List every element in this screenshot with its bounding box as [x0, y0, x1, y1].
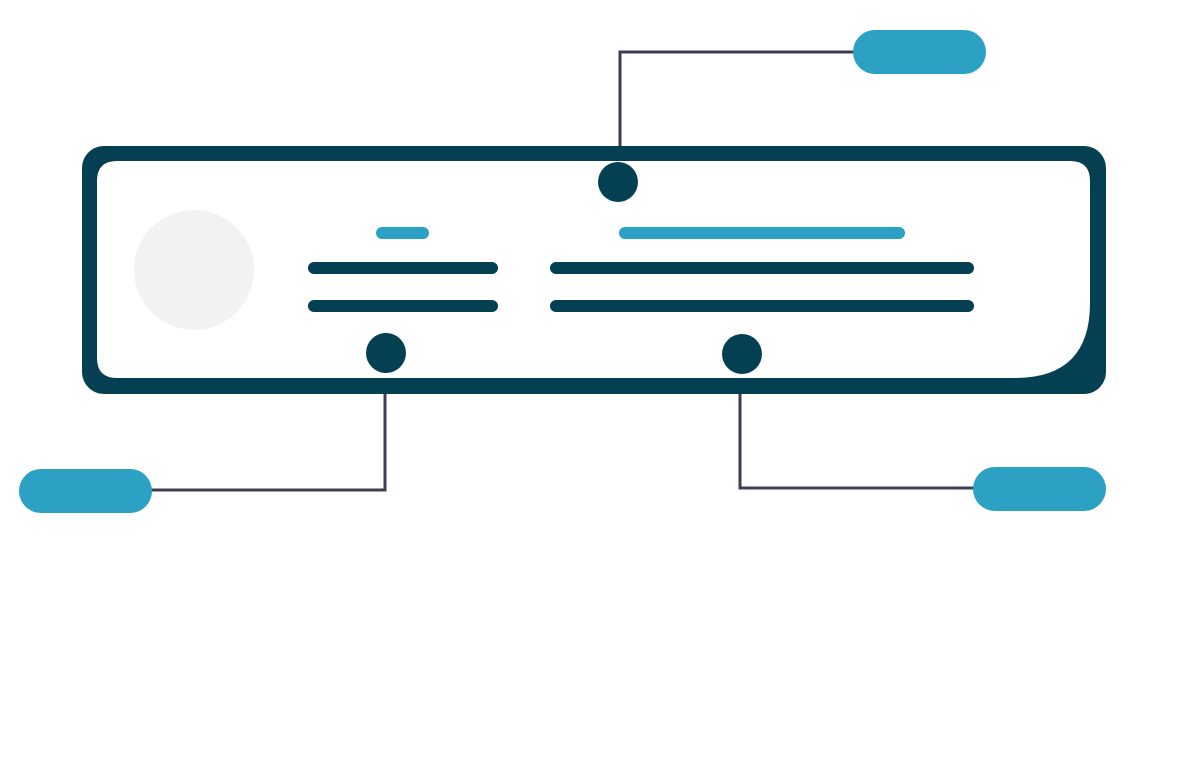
connector-line-left — [140, 353, 387, 492]
left-text-line-1 — [308, 262, 498, 274]
callout-marker-right — [722, 334, 762, 374]
callout-pill-left — [19, 469, 152, 513]
callout-pill-top — [853, 30, 986, 74]
callout-marker-top — [598, 162, 638, 202]
connector-line-top — [618, 50, 870, 182]
connector-line-right — [738, 354, 985, 490]
left-accent-line — [376, 227, 429, 239]
right-text-line-2 — [550, 300, 974, 312]
callout-pill-right — [973, 467, 1106, 511]
avatar-placeholder — [134, 210, 254, 330]
callout-marker-left — [366, 333, 406, 373]
left-text-line-2 — [308, 300, 498, 312]
right-text-line-1 — [550, 262, 974, 274]
right-accent-line — [619, 227, 905, 239]
